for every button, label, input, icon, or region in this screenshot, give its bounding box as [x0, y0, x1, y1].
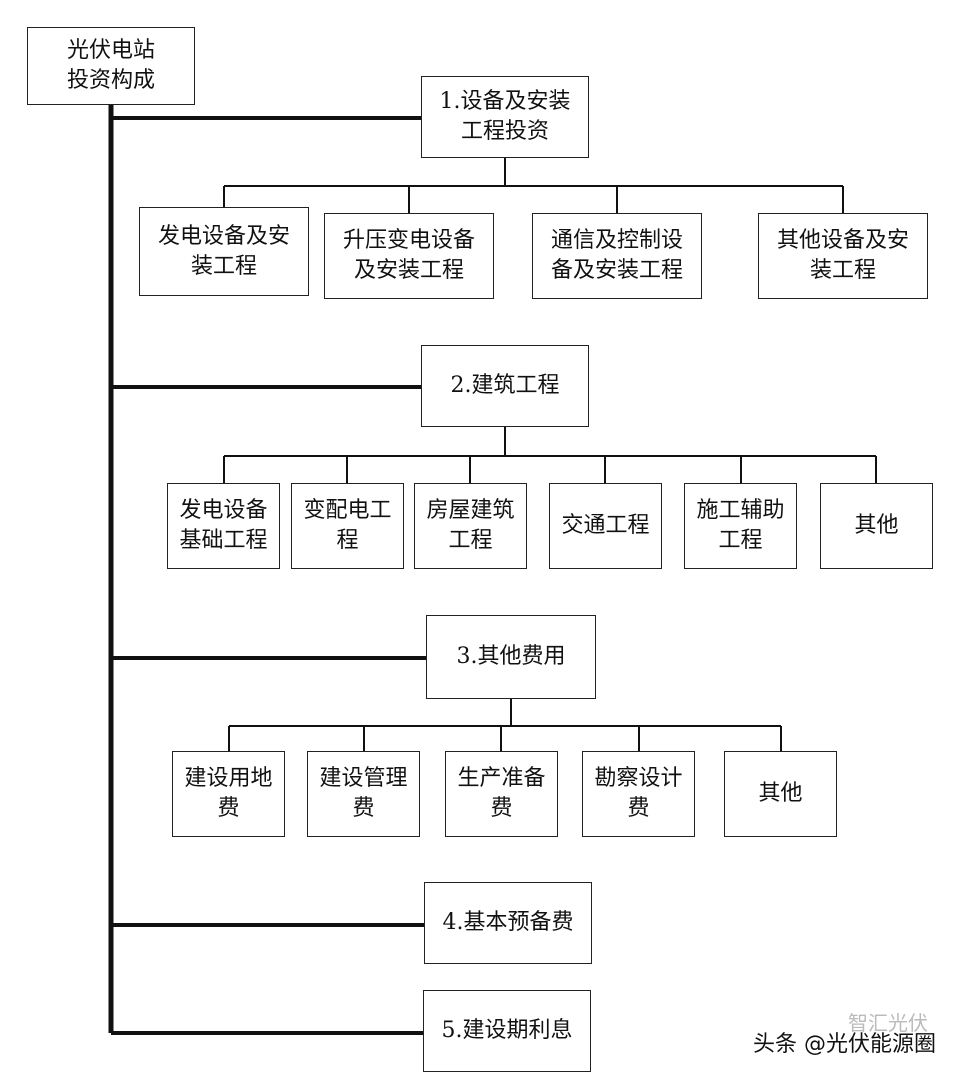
faded-watermark: 智汇光伏 [848, 1011, 928, 1035]
section-2-child-2: 变配电工 程 [291, 483, 404, 569]
section-2-child-4: 交通工程 [549, 483, 662, 569]
section-5-title: 5.建设期利息 [423, 990, 591, 1072]
section-4-title: 4.基本预备费 [424, 882, 592, 964]
root-node: 光伏电站 投资构成 [27, 27, 195, 105]
section-2-child-3: 房屋建筑 工程 [414, 483, 527, 569]
watermark-text: 头条 @光伏能源圈 [753, 1032, 936, 1057]
section-1-child-3: 通信及控制设 备及安装工程 [532, 213, 702, 299]
section-3-title: 3.其他费用 [426, 615, 596, 699]
section-1-child-2: 升压变电设备 及安装工程 [324, 213, 494, 299]
section-3-child-2: 建设管理 费 [307, 751, 420, 837]
section-1-child-4: 其他设备及安 装工程 [758, 213, 928, 299]
section-1-title: 1.设备及安装 工程投资 [421, 76, 589, 158]
section-3-child-3: 生产准备 费 [445, 751, 558, 837]
section-2-child-1: 发电设备 基础工程 [167, 483, 280, 569]
section-3-child-5: 其他 [724, 751, 837, 837]
section-2-child-6: 其他 [820, 483, 933, 569]
section-2-child-5: 施工辅助 工程 [684, 483, 797, 569]
section-2-title: 2.建筑工程 [421, 345, 589, 427]
section-3-child-1: 建设用地 费 [172, 751, 285, 837]
section-3-child-4: 勘察设计 费 [582, 751, 695, 837]
section-1-child-1: 发电设备及安 装工程 [139, 207, 309, 296]
